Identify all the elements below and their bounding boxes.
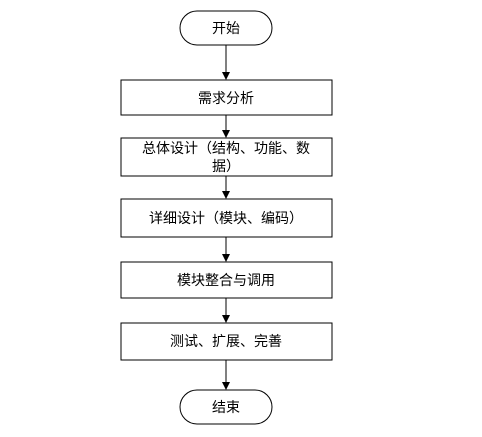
step-module-integration	[120, 261, 333, 299]
step-detailed-design	[120, 198, 333, 238]
end-terminator	[179, 389, 273, 425]
end-label: 结束	[212, 400, 240, 416]
step-overall-design-label-line1: 总体设计（结构、功能、数	[142, 141, 310, 157]
step-testing	[120, 322, 333, 361]
start-label: 开始	[212, 21, 240, 37]
step-requirements-analysis	[120, 79, 333, 116]
step-requirements-analysis-label: 需求分析	[198, 91, 254, 107]
step-overall-design-label-line2: 据）	[212, 159, 240, 175]
step-detailed-design-label: 详细设计（模块、编码）	[149, 211, 303, 227]
step-module-integration-label: 模块整合与调用	[177, 273, 275, 289]
step-testing-label: 测试、扩展、完善	[170, 334, 282, 350]
